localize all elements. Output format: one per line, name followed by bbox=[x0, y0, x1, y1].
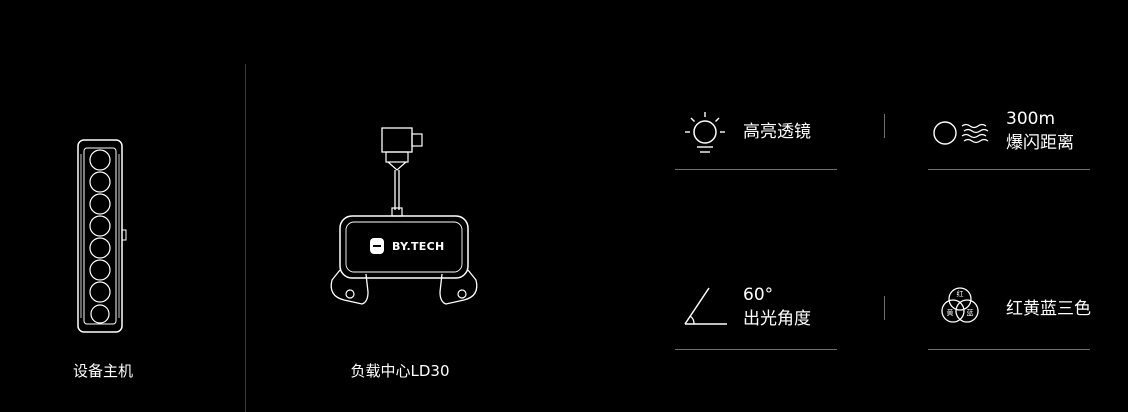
feature-underline bbox=[675, 169, 837, 170]
feature-value: 60° bbox=[743, 285, 774, 305]
flash-distance-icon bbox=[933, 121, 989, 145]
blue-glyph: 蓝 bbox=[967, 308, 974, 317]
brand-logo-text: BY.TECH bbox=[392, 240, 445, 253]
payload-center-label: 负载中心LD30 bbox=[350, 362, 450, 380]
feature-underline bbox=[928, 349, 1090, 350]
led-light-bar-icon bbox=[77, 139, 127, 333]
feature-label: 出光角度 bbox=[743, 309, 811, 329]
feature-label: 高亮透镜 bbox=[743, 122, 811, 142]
feature-beam-angle: 60° 出光角度 bbox=[675, 285, 837, 350]
payload-center-icon bbox=[330, 127, 478, 305]
feature-underline bbox=[928, 169, 1090, 170]
feature-flash-distance: 300m 爆闪距离 bbox=[928, 109, 1090, 170]
feature-separator bbox=[884, 296, 885, 320]
main-unit-label: 设备主机 bbox=[72, 362, 133, 380]
red-glyph: 红 bbox=[957, 289, 964, 298]
vertical-divider bbox=[245, 64, 246, 412]
yellow-glyph: 黄 bbox=[947, 308, 954, 317]
feature-label: 红黄蓝三色 bbox=[1006, 299, 1091, 319]
feature-tri-color: 红 黄 蓝 红黄蓝三色 bbox=[928, 287, 1091, 350]
rgb-circles-icon: 红 黄 蓝 bbox=[941, 287, 979, 323]
feature-value: 300m bbox=[1006, 109, 1056, 129]
feature-separator bbox=[884, 114, 885, 138]
sun-lens-icon bbox=[685, 112, 725, 153]
feature-label: 爆闪距离 bbox=[1006, 133, 1074, 153]
angle-icon bbox=[684, 287, 727, 325]
feature-high-brightness-lens: 高亮透镜 bbox=[675, 110, 837, 170]
feature-underline bbox=[675, 349, 837, 350]
